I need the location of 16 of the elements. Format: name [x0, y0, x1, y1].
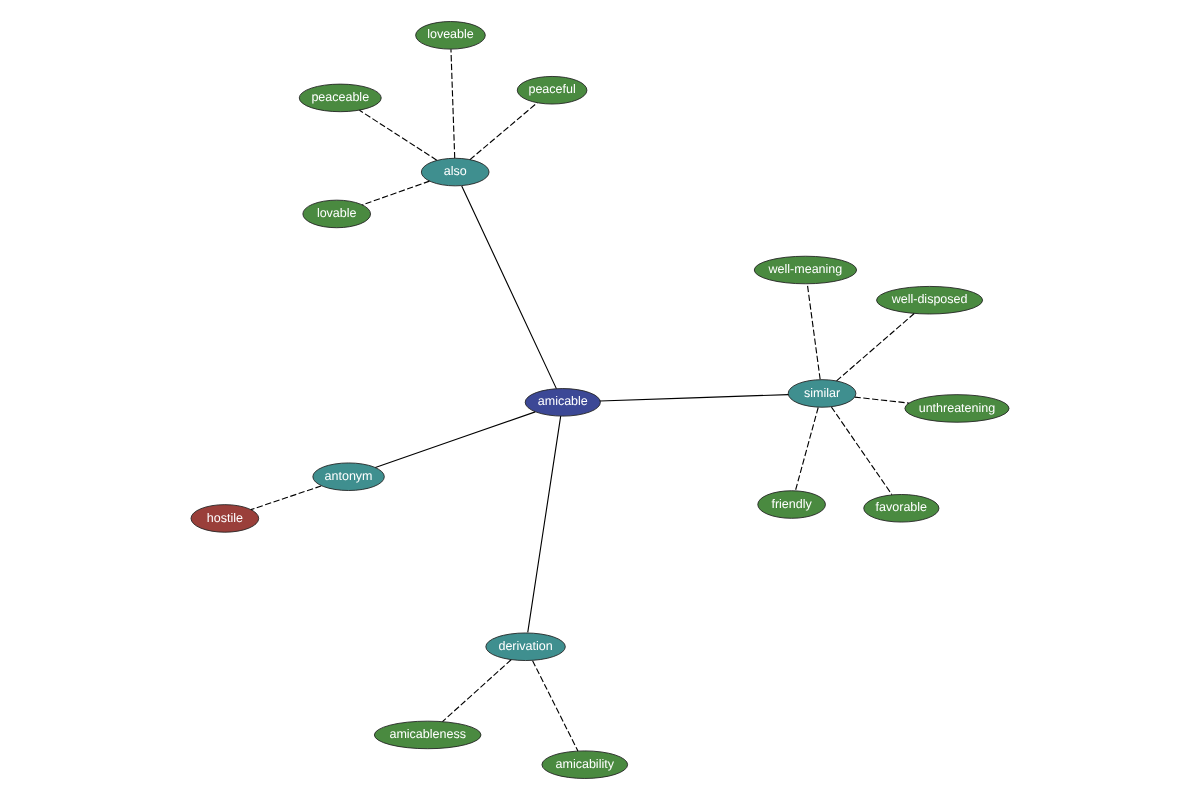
connector	[854, 396, 910, 404]
connector	[361, 180, 431, 206]
connector	[836, 312, 915, 382]
connector	[527, 415, 562, 633]
connector	[441, 659, 512, 723]
connector	[469, 102, 538, 161]
connector	[532, 660, 579, 752]
connector	[806, 283, 821, 380]
connector	[794, 406, 819, 492]
connector	[830, 406, 893, 496]
connector	[461, 185, 557, 390]
connector	[599, 394, 789, 402]
connector	[374, 411, 536, 468]
connector	[358, 109, 438, 161]
connector	[250, 485, 322, 511]
connector	[450, 48, 456, 159]
